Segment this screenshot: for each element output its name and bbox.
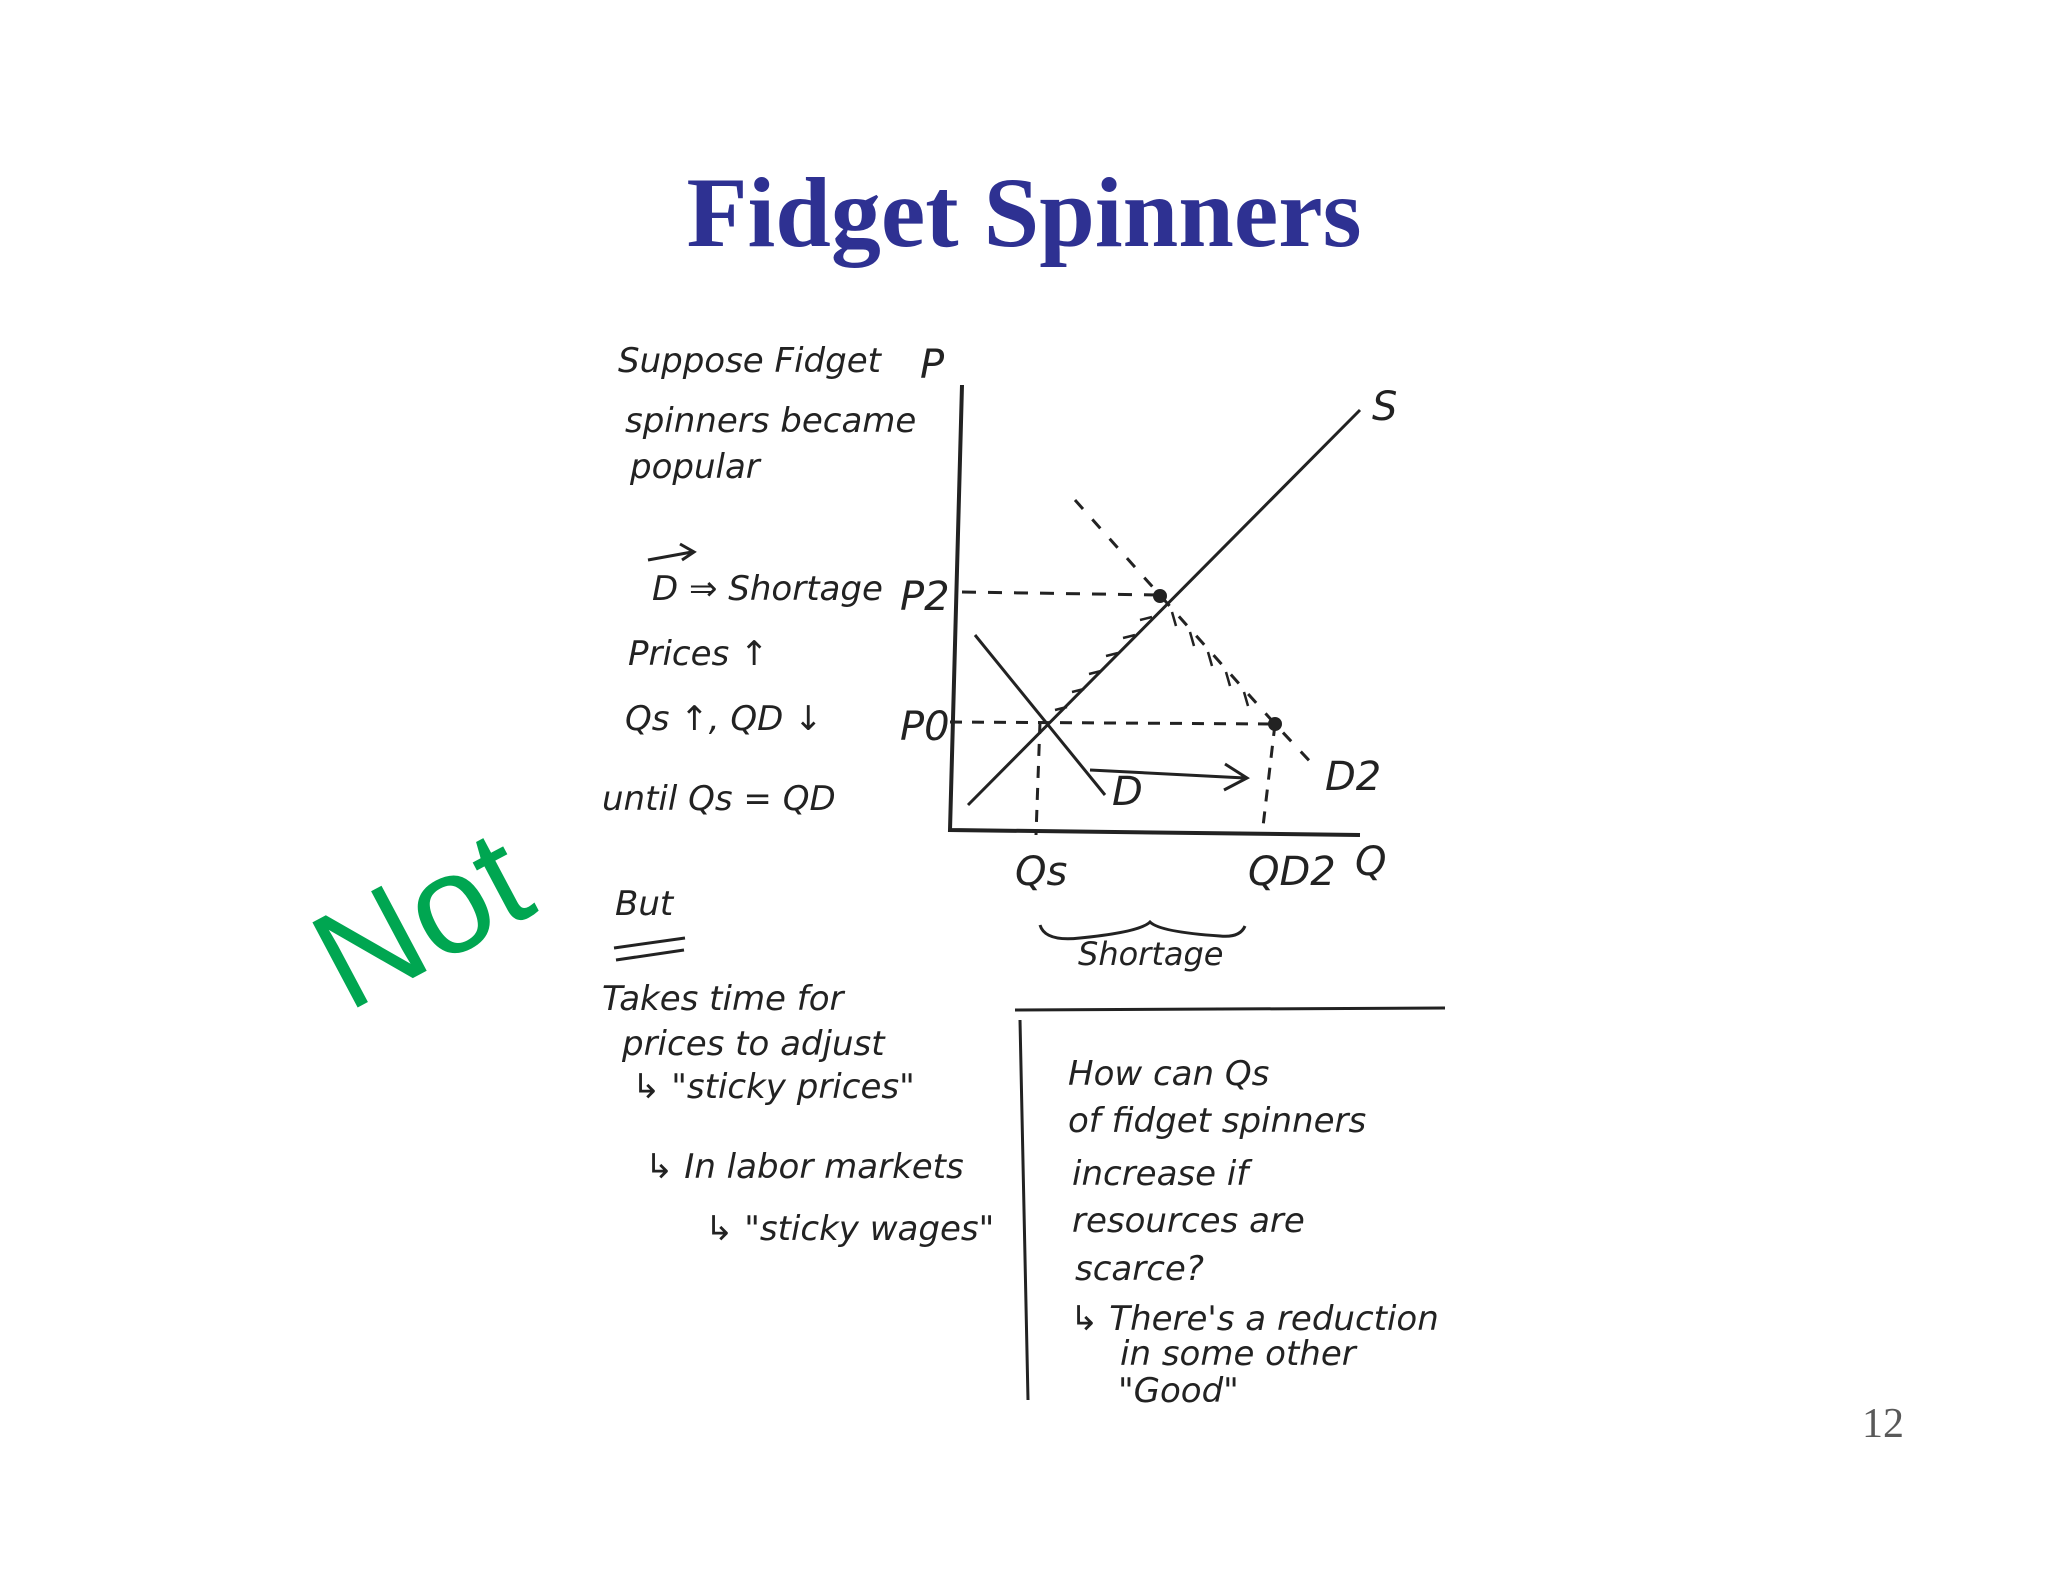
note-line-5: Prices ↑ (628, 634, 769, 674)
note-line-7: until Qs = QD (602, 779, 836, 819)
note-line-10: ↳ "sticky prices" (632, 1067, 915, 1107)
demand2-curve (1073, 499, 1320, 772)
note-line-8: Takes time for (602, 979, 846, 1019)
axis-label-q: Q (1355, 839, 1386, 885)
note-line-9: prices to adjust (621, 1024, 886, 1064)
new-equilibrium-point (1153, 589, 1167, 603)
page-number: 12 (1862, 1401, 1904, 1447)
supply-curve (966, 408, 1362, 807)
box-line-7: in some other (1120, 1334, 1358, 1374)
slide-title: Fidget Spinners (686, 157, 1362, 268)
demand2-label: D2 (1325, 754, 1381, 800)
axis-label-p: P (920, 342, 945, 388)
adjustment-arrows (1054, 611, 1250, 712)
quantity-line-qs (1034, 721, 1042, 836)
note-line-11: ↳ In labor markets (645, 1147, 964, 1187)
box-line-8: "Good" (1118, 1371, 1239, 1411)
price-line-p2 (961, 590, 1161, 597)
box-line-4: resources are (1072, 1201, 1305, 1241)
note-but: But (615, 884, 675, 924)
supply-label: S (1372, 384, 1397, 430)
box-line-5: scarce? (1075, 1249, 1204, 1289)
but-underline (613, 936, 686, 962)
notes-box-border (1014, 1006, 1446, 1401)
box-line-2: of fidget spinners (1068, 1101, 1366, 1141)
box-line-3: increase if (1072, 1154, 1253, 1194)
demand-curve (973, 634, 1107, 796)
shortage-brace (1038, 919, 1247, 941)
demand-shift-arrow (1089, 762, 1250, 792)
initial-shortage-point (1268, 717, 1282, 731)
demand-label: D (1112, 769, 1143, 815)
arrow-over-d (647, 542, 697, 562)
price-label-p2: P2 (900, 574, 950, 620)
box-line-1: How can Qs (1068, 1054, 1269, 1094)
quantity-label-qd2: QD2 (1248, 849, 1336, 895)
note-line-4: D ⇒ Shortage (652, 569, 883, 609)
price-line-p0 (949, 720, 1276, 726)
note-line-2: spinners became (625, 401, 916, 441)
graph-axes (947, 384, 1361, 837)
box-line-6: ↳ There's a reduction (1070, 1299, 1439, 1339)
handwritten-notes-image (556, 300, 1524, 1460)
note-line-3: popular (629, 447, 762, 487)
note-line-6: Qs ↑, QD ↓ (625, 699, 823, 739)
price-label-p0: P0 (900, 704, 950, 750)
note-line-12: ↳ "sticky wages" (705, 1209, 994, 1249)
note-line-1: Suppose Fidget (618, 341, 883, 381)
quantity-line-qd2 (1260, 723, 1277, 836)
shortage-label: Shortage (1078, 935, 1223, 973)
quantity-label-qs: Qs (1015, 849, 1067, 895)
